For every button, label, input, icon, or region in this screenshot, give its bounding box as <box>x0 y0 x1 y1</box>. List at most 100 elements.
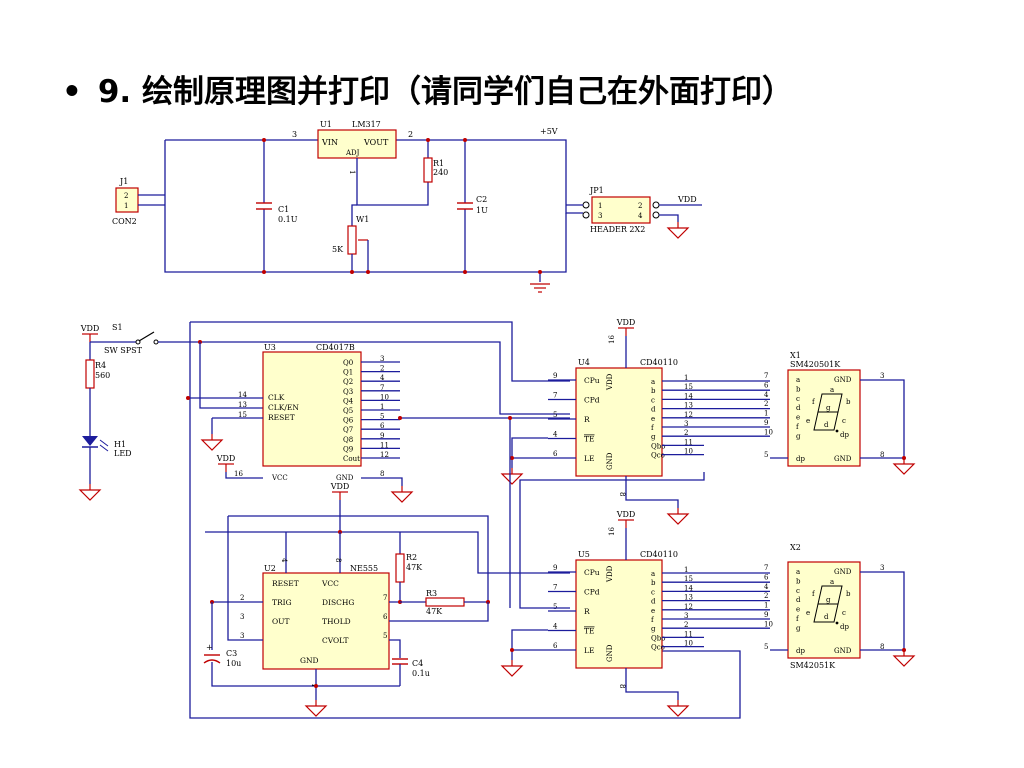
s1-value: SW SPST <box>104 346 143 355</box>
u3-pin-number: 14 <box>238 391 247 399</box>
segment-label: d <box>824 421 829 429</box>
junction-dot <box>510 456 514 460</box>
counter-value: CD40110 <box>640 358 678 367</box>
u1-vin: VIN <box>321 138 338 147</box>
junction-dot <box>463 138 467 142</box>
display-value: SM42051K <box>790 661 836 670</box>
counter-output-pin: 10 <box>684 448 693 456</box>
u2-left-pin-name: TRIG <box>272 598 292 607</box>
u3-output-pin: 9 <box>380 432 384 440</box>
wire-counter-gnd <box>625 476 679 508</box>
jp1-pin-3: 3 <box>598 212 602 220</box>
u3-output-name: Cout <box>343 455 360 463</box>
u3-output-name: Q2 <box>343 378 353 386</box>
u3-pin-name: RESET <box>268 413 295 422</box>
display-ref: X1 <box>790 351 801 360</box>
segment-label: f <box>812 590 816 598</box>
vdd-label: VDD <box>677 195 697 204</box>
counter-output-name: Qco <box>651 452 665 460</box>
wire-u3-vcc <box>225 472 263 479</box>
counter-output-name: e <box>651 415 655 423</box>
display-gnd-pin: 8 <box>880 451 884 459</box>
wire-jp1-gnd <box>659 214 679 222</box>
segment-label: e <box>806 609 810 617</box>
junction-dot <box>186 396 190 400</box>
u2-ref: U2 <box>264 564 276 573</box>
u3-value: CD4017B <box>316 343 355 352</box>
u3-output-name: Q1 <box>343 369 353 377</box>
counter-value: CD40110 <box>640 550 678 559</box>
segment-label: e <box>806 417 810 425</box>
u3-output-name: Q6 <box>343 417 354 425</box>
wire-display-gnd <box>860 379 905 459</box>
ground-symbol <box>666 705 690 717</box>
wire-555-out-loop <box>205 531 570 574</box>
u3-pin-number: 13 <box>238 401 247 409</box>
counter-output-name: b <box>651 387 656 395</box>
u2-right-pin: 7 <box>383 594 387 602</box>
jp1-pad <box>582 211 590 219</box>
u3-output-pin: 2 <box>380 365 384 373</box>
wire-adj <box>356 158 429 206</box>
r1-ref: R1 <box>433 159 444 168</box>
counter-left-pin: 9 <box>553 372 557 380</box>
display-pin: 4 <box>764 391 769 399</box>
u2-left-pin: 3 <box>240 613 244 621</box>
segment-label: c <box>842 417 846 425</box>
u1-ref: U1 <box>320 120 332 129</box>
display-gnd-pin: 8 <box>880 643 884 651</box>
u2-left-pin: 2 <box>240 594 244 602</box>
counter-left-pin: 7 <box>553 584 557 592</box>
u2-gnd: GND <box>300 656 319 665</box>
vdd-label: VDD <box>330 482 350 491</box>
segment-lower <box>813 411 839 431</box>
jp1-pin-4: 4 <box>638 212 643 220</box>
wire-r2-dis <box>389 582 401 603</box>
jp1-pad <box>652 201 660 209</box>
u2-left-pin-name: OUT <box>272 617 289 626</box>
wire-s1-out <box>158 341 570 415</box>
counter-output-name: a <box>651 378 655 386</box>
u3-pin-name: CLK <box>268 393 285 402</box>
u2-right-pin-name: DISCHG <box>322 598 354 607</box>
r2-resistor <box>395 553 405 583</box>
u3-vcc-pin: 16 <box>234 470 243 478</box>
segment-label: dp <box>840 431 849 439</box>
segment-label: c <box>842 609 846 617</box>
wire-te <box>511 629 548 660</box>
counter-output-name: a <box>651 570 655 578</box>
wire-te <box>511 437 548 468</box>
counter-output-pin: 11 <box>684 438 693 446</box>
counter-left-name: CPd <box>584 396 600 405</box>
u3-output-pin: 3 <box>380 355 384 363</box>
u1-adj: ADJ <box>345 149 360 157</box>
counter-ref: U4 <box>578 358 590 367</box>
display-pin: 7 <box>764 372 768 380</box>
counter-output-name: d <box>651 406 656 414</box>
counter-output-name: g <box>651 625 656 633</box>
counter-output-pin: 14 <box>684 584 693 592</box>
u3-output-name: Q8 <box>343 436 353 444</box>
r4-ref: R4 <box>95 361 106 370</box>
counter-left-name: TE <box>584 435 594 444</box>
bullet: • <box>62 74 82 110</box>
display-gnd-top: GND <box>834 376 852 384</box>
counter-output-name: f <box>651 616 655 624</box>
j1-value: CON2 <box>112 217 137 226</box>
u2-pin-8: 8 <box>334 558 342 562</box>
segment-dp-dot <box>835 429 839 433</box>
u2-value: NE555 <box>350 564 378 573</box>
net-5v: +5V <box>540 127 558 136</box>
display-dp-pin: 5 <box>764 643 768 651</box>
display-pin: 6 <box>764 573 769 581</box>
r2-value: 47K <box>406 563 423 572</box>
display-pin: 1 <box>764 602 768 610</box>
counter-left-pin: 4 <box>553 431 558 439</box>
counter-gnd-pin: 8 <box>618 684 626 688</box>
u3-output-pin: 4 <box>380 374 385 382</box>
c2-ref: C2 <box>476 195 487 204</box>
counter-output-pin: 11 <box>684 630 693 638</box>
display-pin-name: a <box>796 568 800 576</box>
c2-value: 1U <box>476 206 488 215</box>
display-value: SM420501K <box>790 360 841 369</box>
